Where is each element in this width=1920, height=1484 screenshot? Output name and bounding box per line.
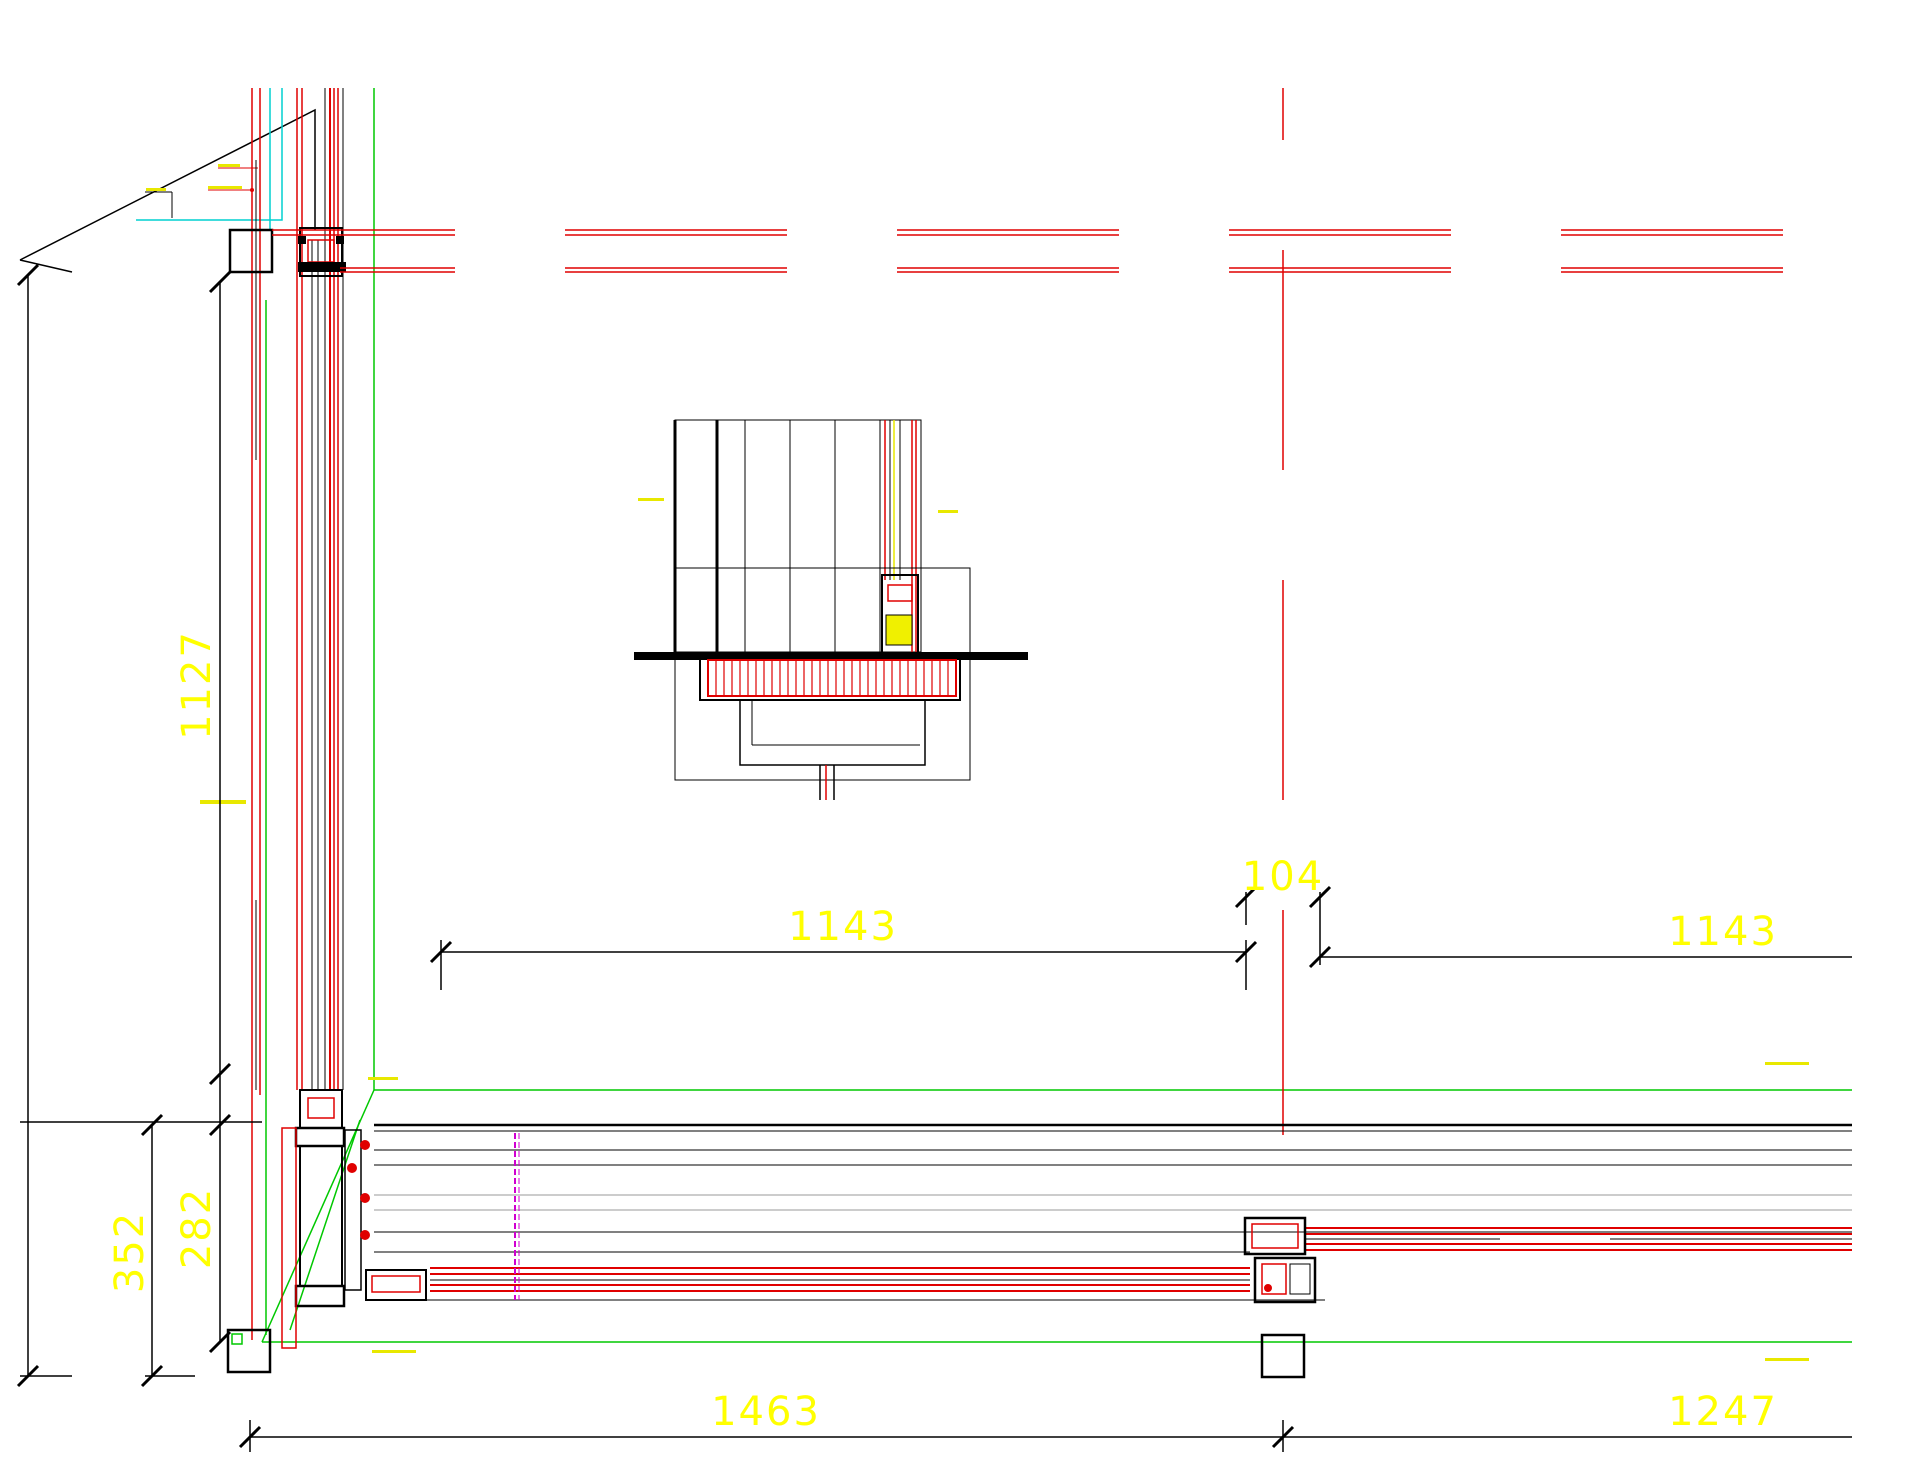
small-annotations	[200, 800, 1809, 1361]
dim-top-bay-left: 1143	[788, 904, 898, 950]
dim-side-lower-inner: 282	[174, 1187, 220, 1269]
top-transom-lines	[272, 229, 1783, 273]
dimension-lines	[16, 263, 1852, 1452]
dim-top-gap: 104	[1242, 854, 1324, 900]
left-vertical-mullion	[251, 88, 344, 1340]
dim-bottom-right: 1247	[1668, 1389, 1778, 1435]
top-left-cap	[19, 108, 316, 273]
bottom-profile-assembly	[374, 1123, 1852, 1301]
top-mullion-node	[228, 227, 346, 277]
dim-side-upper: 1127	[174, 630, 220, 740]
aux-lines-cyan	[136, 88, 283, 230]
dim-bottom-left: 1463	[711, 1389, 821, 1435]
bottom-left-corner-node	[226, 1089, 427, 1374]
dim-top-bay-right: 1143	[1668, 909, 1778, 955]
cap-annotations	[145, 164, 258, 218]
guide-lines-green	[261, 88, 1852, 1343]
dim-side-lower-outer: 352	[107, 1211, 153, 1293]
center-sill-detail	[634, 419, 1028, 800]
bottom-middle-node	[1243, 1216, 1317, 1379]
